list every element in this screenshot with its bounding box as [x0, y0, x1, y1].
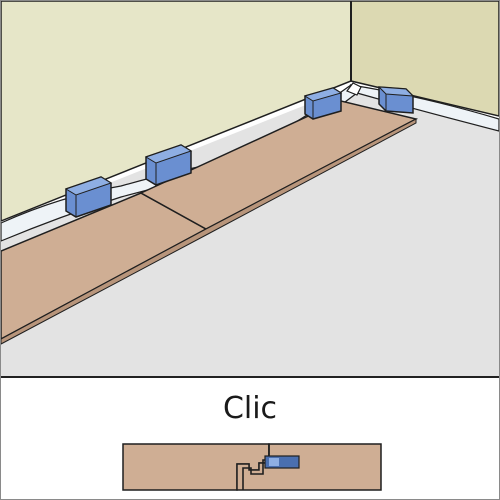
detail-title: Clic [222, 391, 278, 426]
plank-edge [1, 118, 417, 345]
spacer-block-icon [303, 87, 343, 120]
joint-detail: Clic [1, 378, 499, 499]
spacer-block-icon [144, 144, 193, 186]
spacer-block-icon [64, 176, 113, 218]
section-divider [1, 376, 499, 378]
room-svg [1, 1, 499, 376]
room-scene [1, 1, 499, 376]
click-joint-icon [122, 443, 382, 491]
corner-bracket [346, 82, 362, 96]
spacer-block-icon [377, 86, 415, 114]
joint-lock-highlight [269, 458, 279, 466]
floor [1, 87, 499, 376]
